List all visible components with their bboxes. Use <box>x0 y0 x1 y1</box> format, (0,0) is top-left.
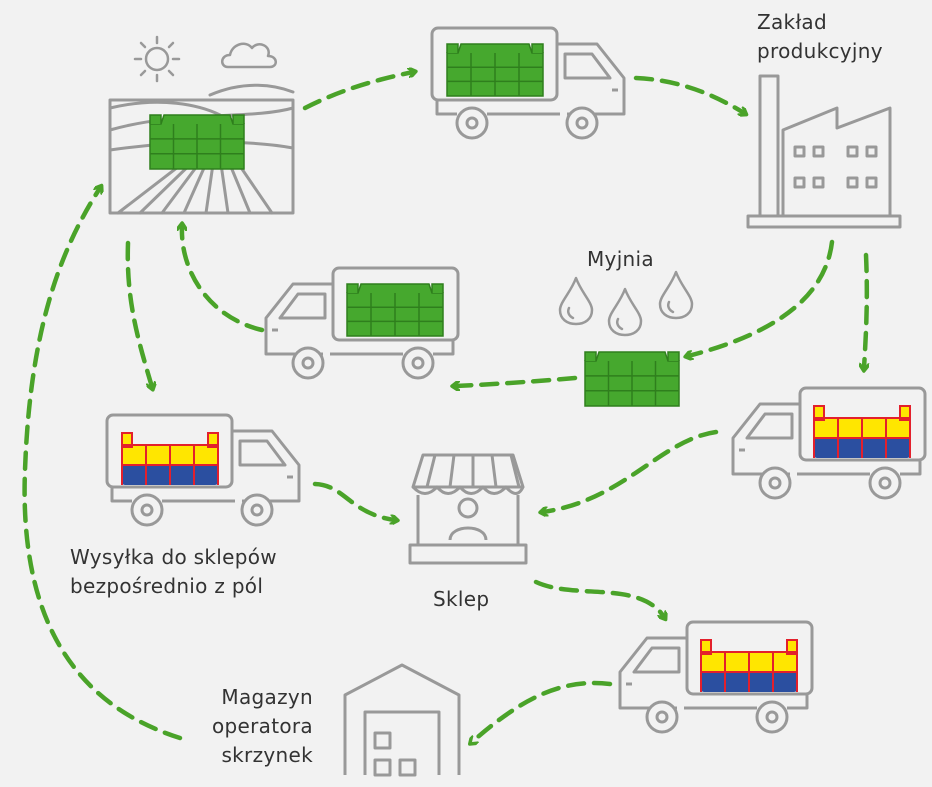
water-drop-icon <box>607 287 643 337</box>
arrow-direct-truck-to-shop <box>312 481 395 520</box>
green-crate-icon <box>584 351 680 407</box>
arrow-field-to-direct-truck <box>125 240 152 387</box>
arrow-washing-to-truck <box>455 375 578 386</box>
arrow-truck-to-factory <box>633 75 744 113</box>
arrow-factory-to-filled-truck <box>864 252 867 368</box>
arrow-shop-to-truck <box>533 579 664 617</box>
truck-icon <box>618 620 814 734</box>
arrow-field-to-truck <box>302 72 413 111</box>
arrow-truck-to-field <box>182 226 265 333</box>
warehouse-icon <box>343 663 461 777</box>
warehouse-label: Magazyn operatora skrzynek <box>212 685 313 767</box>
shop-icon <box>408 453 528 565</box>
washing-label: Myjnia <box>587 247 654 271</box>
arrow-warehouse-to-field <box>22 188 183 741</box>
truck-icon <box>105 413 301 527</box>
direct-shipping-label: Wysyłka do sklepów bezpośrednio z pól <box>70 545 277 598</box>
factory-label: Zakład produkcyjny <box>757 10 883 63</box>
factory-icon <box>746 74 902 229</box>
truck-icon <box>731 386 927 500</box>
arrow-filled-truck-to-shop <box>543 429 719 512</box>
green-crate-icon <box>149 114 245 170</box>
truck-icon <box>430 26 626 140</box>
shop-label: Sklep <box>433 587 490 611</box>
water-drop-icon <box>558 276 594 326</box>
truck-icon <box>264 266 460 380</box>
cloud-icon <box>221 42 277 69</box>
water-drop-icon <box>658 270 694 320</box>
sun-icon <box>133 35 181 83</box>
arrow-factory-to-washing <box>688 239 835 356</box>
arrow-truck-to-warehouse <box>472 680 613 742</box>
